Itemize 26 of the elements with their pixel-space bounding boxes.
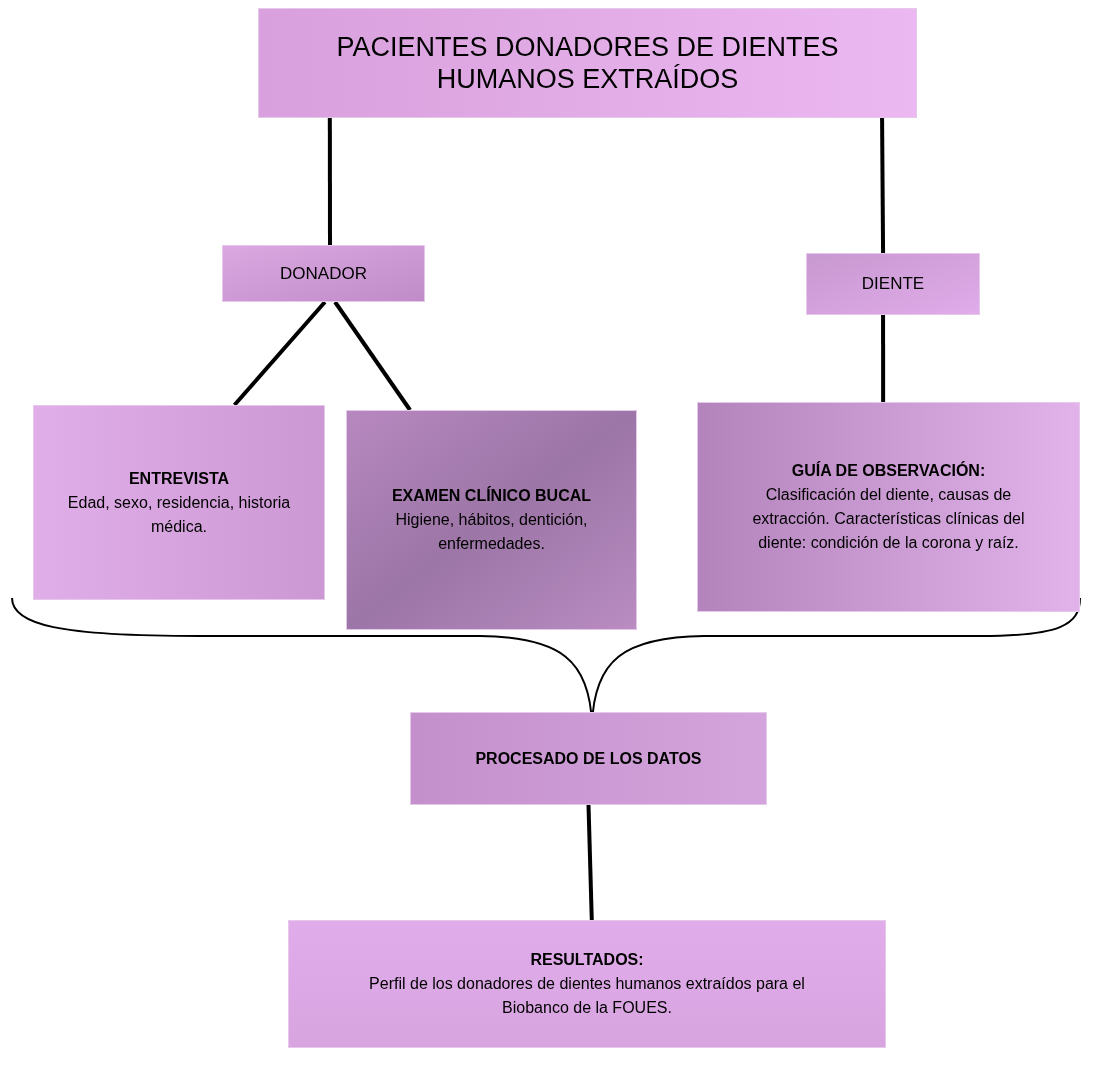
process-box [697,402,1080,612]
process-box [33,405,325,600]
process-box [288,920,886,1048]
box-text: Perfil de los donadores de dientes humanos extraídos para el Biobanco de la FOUES. [369,974,805,1018]
process-box [222,245,425,302]
box-text: PROCESADO DE LOS DATOS [475,748,702,769]
connector-line [880,118,886,253]
process-box [806,253,980,315]
box-heading: ENTREVISTA [128,468,230,489]
connector-line [333,300,412,412]
box-heading: RESULTADOS: [530,950,644,970]
box-text: Edad, sexo, residencia, historia médica. [66,492,292,537]
connector-line [232,300,327,407]
box-text: Higiene, hábitos, dentición, enfermedades. [394,510,589,554]
box-text: DONADOR [280,262,367,285]
box-text: DIENTE [861,273,925,296]
box-heading: GUÍA DE OBSERVACIÓN: [791,460,986,481]
connector-line [327,118,332,245]
connector-line [881,315,886,402]
box-heading: EXAMEN CLÍNICO BUCAL [391,485,592,506]
process-box [346,410,637,630]
box-text: Clasificación del diente, causas de extracción. Características clínicas del diente: condición de la corona y raíz. [751,485,1026,553]
process-box [410,712,767,805]
process-box [258,8,917,118]
box-text: PACIENTES DONADORES DE DIENTES HUMANOS EXTRAÍDOS [335,31,840,95]
connector-line [586,804,594,921]
